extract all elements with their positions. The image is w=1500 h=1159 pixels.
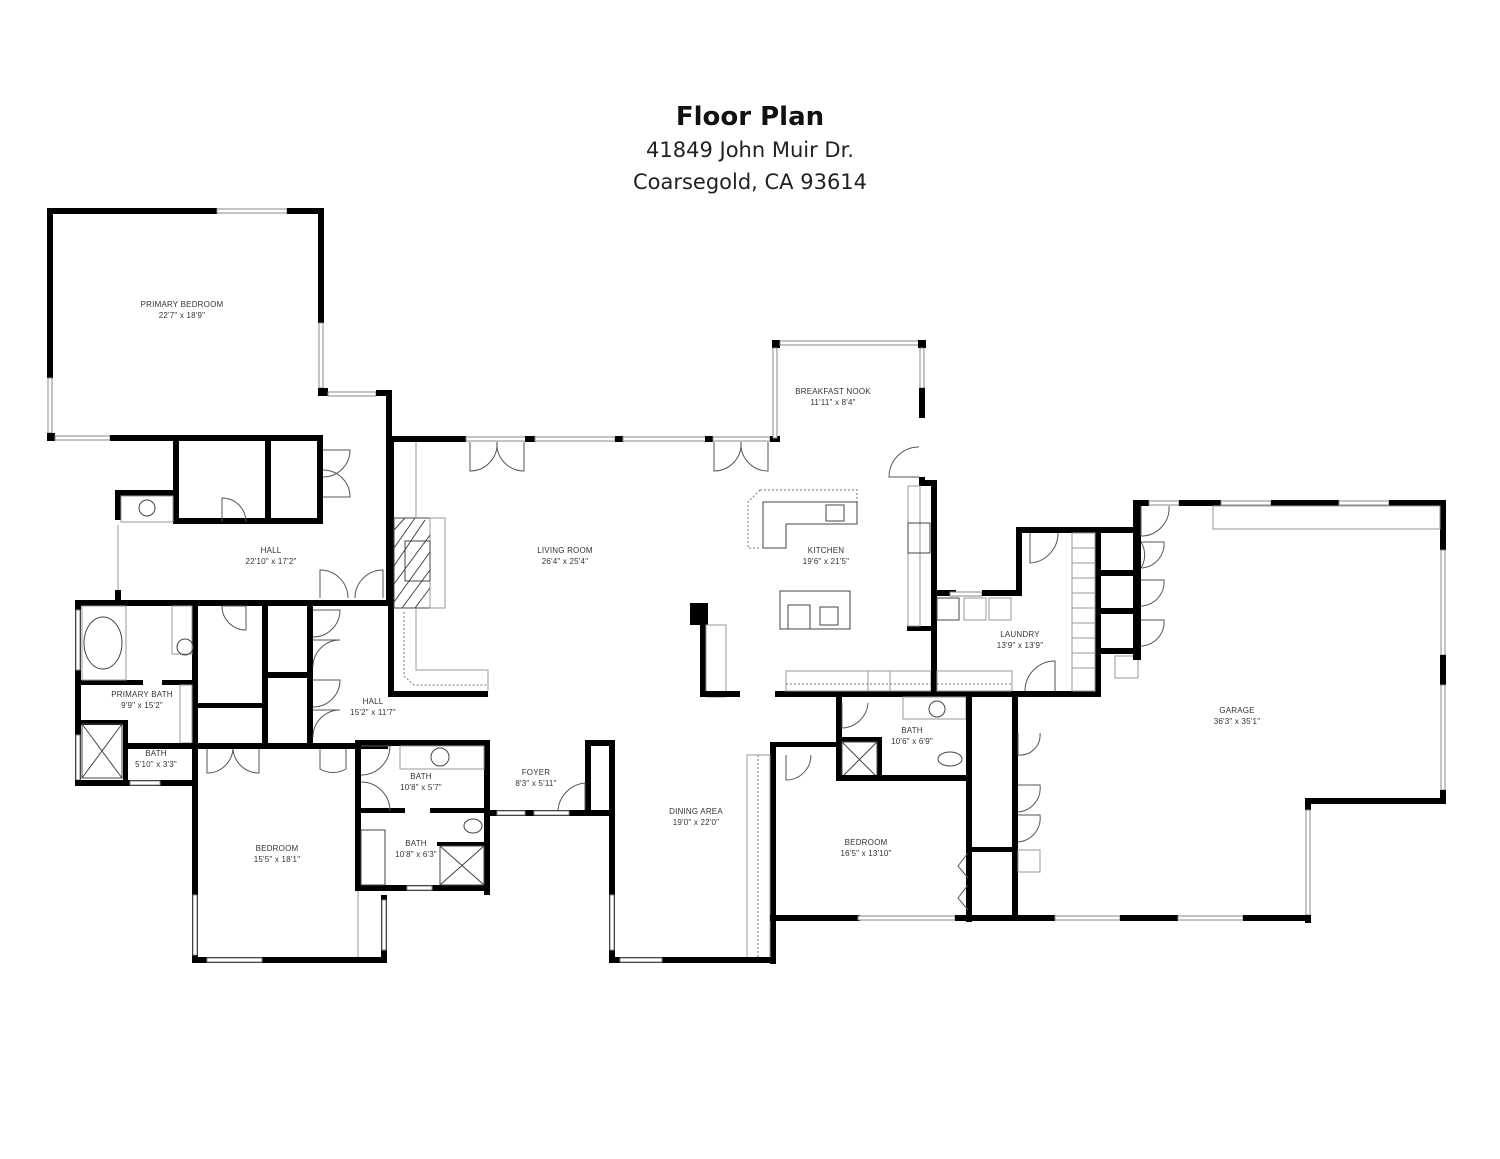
room-name: BATH [145,749,167,758]
room-size: 9'9" x 15'2" [121,701,163,710]
room-size: 22'7" x 18'9" [158,311,206,320]
room-size: 36'3" x 35'1" [1213,717,1261,726]
dining-area-walls [609,894,776,963]
room-bath-right: BATH 10'6" x 6'9" [891,725,933,747]
room-name: BEDROOM [255,844,299,853]
room-hall-upper: HALL 22'10" x 17'2" [245,545,296,567]
room-living-room: LIVING ROOM 26'4" x 25'4" [537,545,593,567]
right-wing-walls [746,691,1311,964]
room-kitchen: KITCHEN 19'6" x 21'5" [803,545,849,567]
room-name: BREAKFAST NOOK [795,387,871,396]
room-name: LIVING ROOM [537,546,593,555]
room-size: 10'8" x 6'3" [395,850,437,859]
room-size: 10'6" x 6'9" [891,737,933,746]
living-room-walls [386,436,780,697]
room-bath-center-upper: BATH 10'8" x 5'7" [400,771,442,793]
hall-upper-walls [115,390,392,602]
room-primary-bath: PRIMARY BATH 9'9" x 15'2" [111,689,173,711]
room-name: GARAGE [1219,706,1255,715]
page-title: Floor Plan [675,102,825,132]
room-name: PRIMARY BATH [111,690,173,699]
room-garage: GARAGE 36'3" x 35'1" [1214,705,1260,727]
room-name: FOYER [521,768,551,777]
address-line-1: 41849 John Muir Dr. [646,138,854,162]
room-name: KITCHEN [807,546,845,555]
room-size: 15'5" x 18'1" [253,855,301,864]
room-primary-bedroom: PRIMARY BEDROOM 22'7" x 18'9" [141,299,224,321]
laundry-walls [931,527,1141,697]
room-name: PRIMARY BEDROOM [140,300,224,309]
room-size: 19'0" x 22'0" [672,818,720,827]
center-baths-walls [355,740,490,895]
primary-bedroom-walls [47,208,392,441]
room-name: BATH [410,772,432,781]
room-laundry: LAUNDRY 13'9" x 13'9" [997,629,1043,651]
room-bath-center-lower: BATH 10'8" x 6'3" [395,838,437,860]
foyer-walls [490,740,615,962]
room-breakfast-nook: BREAKFAST NOOK 11'11" x 8'4" [795,386,871,408]
room-size: 8'3" x 5'11" [515,779,557,788]
room-size: 10'8" x 5'7" [400,783,442,792]
room-name: BATH [901,726,923,735]
room-size: 26'4" x 25'4" [541,557,589,566]
room-bath-small: BATH 5'10" x 3'3" [135,748,177,770]
bedroom-left-walls [192,743,387,963]
room-size: 11'11" x 8'4" [810,398,856,407]
room-bedroom-left: BEDROOM 15'5" x 18'1" [254,843,300,865]
room-size: 13'9" x 13'9" [996,641,1044,650]
room-name: BEDROOM [844,838,888,847]
room-size: 22'10" x 17'2" [245,557,297,566]
room-dining-area: DINING AREA 19'0" x 22'0" [669,806,723,828]
room-size: 5'10" x 3'3" [135,760,177,769]
left-wing-walls [75,600,390,786]
room-size: 16'5" x 13'10" [840,849,892,858]
kitchen-walls [690,340,1018,698]
room-foyer: FOYER 8'3" x 5'11" [515,767,556,789]
room-hall-lower: HALL 15'2" x 11'7" [350,696,396,718]
garage-walls [1133,500,1446,923]
room-size: 15'2" x 11'7" [350,708,396,717]
room-name: BATH [405,839,427,848]
title-block: Floor Plan 41849 John Muir Dr. Coarsegol… [0,100,1500,198]
room-name: HALL [260,546,282,555]
room-size: 19'6" x 21'5" [802,557,850,566]
room-name: LAUNDRY [1000,630,1040,639]
room-name: HALL [362,697,384,706]
room-bedroom-right: BEDROOM 16'5" x 13'10" [840,837,891,859]
address-line-2: Coarsegold, CA 93614 [632,170,868,194]
room-name: DINING AREA [669,807,723,816]
